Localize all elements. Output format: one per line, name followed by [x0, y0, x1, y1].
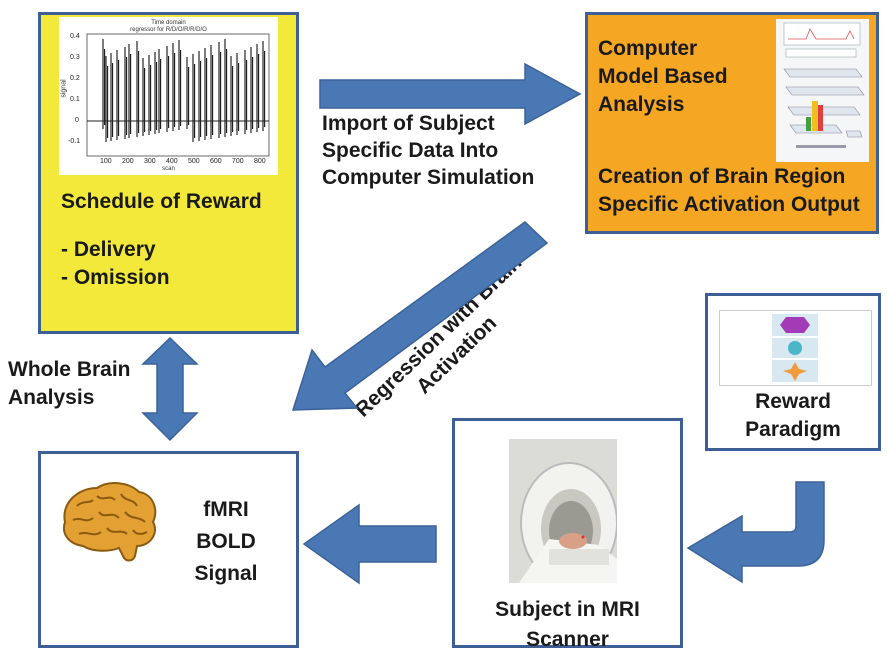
plot-ytick: 0 [75, 117, 79, 124]
schedule-item-omission: - Omission [61, 266, 170, 289]
plot-ytick: 0.1 [70, 96, 80, 103]
fmri-bold-label: fMRI BOLD Signal [194, 498, 258, 585]
schedule-item-delivery: - Delivery [61, 238, 156, 261]
plot-xtick: 100 [100, 158, 112, 165]
schedule-of-reward-box: Time domain regressor for R/D/O/R/R/D/O … [38, 12, 299, 334]
plot-ytick: -0.1 [68, 138, 81, 145]
regression-arrow [291, 221, 549, 411]
plot-xtick: 300 [144, 158, 156, 165]
model-title: Computer Model Based Analysis [598, 37, 728, 116]
reward-paradigm-box: Reward Paradigm [705, 293, 881, 451]
schedule-title: Schedule of Reward [61, 190, 262, 213]
plot-ytick: 0.4 [70, 33, 80, 40]
plot-ytick: 0.2 [70, 75, 80, 82]
plot-signal-trace [86, 33, 270, 157]
brain-icon [63, 482, 157, 562]
whole-brain-analysis-label: Whole Brain Analysis [8, 358, 131, 409]
model-visualization-image [776, 19, 869, 162]
plot-xtick: 800 [254, 158, 266, 165]
computer-model-box: Computer Model Based Analysis Creation o… [585, 12, 879, 234]
model-layers-graphic [783, 22, 865, 148]
mri-scanner-box: Subject in MRI Scanner [452, 418, 683, 651]
plot-xtick: 600 [210, 158, 222, 165]
plot-xtick: 200 [122, 158, 134, 165]
time-domain-plot: Time domain regressor for R/D/O/R/R/D/O … [59, 17, 278, 175]
reward-paradigm-image [719, 310, 872, 386]
paradigm-to-scanner-arrow [686, 481, 825, 584]
plot-ytick: 0.3 [70, 54, 80, 61]
model-output-text: Creation of Brain Region Specific Activa… [598, 165, 860, 216]
arrows-layer [141, 62, 825, 585]
whole-brain-double-arrow [141, 336, 199, 442]
reward-paradigm-label: Reward Paradigm [745, 390, 841, 441]
import-data-label: Import of Subject Specific Data Into Com… [322, 112, 535, 189]
plot-xtick: 700 [232, 158, 244, 165]
mri-scanner-photo [509, 439, 618, 584]
import-arrow [319, 62, 582, 126]
plot-xtick: 500 [188, 158, 200, 165]
plot-title: Time domain regressor for R/D/O/R/R/D/O [130, 20, 207, 33]
plot-xlabel: scan [162, 166, 175, 172]
scanner-to-fmri-arrow [302, 503, 437, 585]
plot-xtick: 400 [166, 158, 178, 165]
